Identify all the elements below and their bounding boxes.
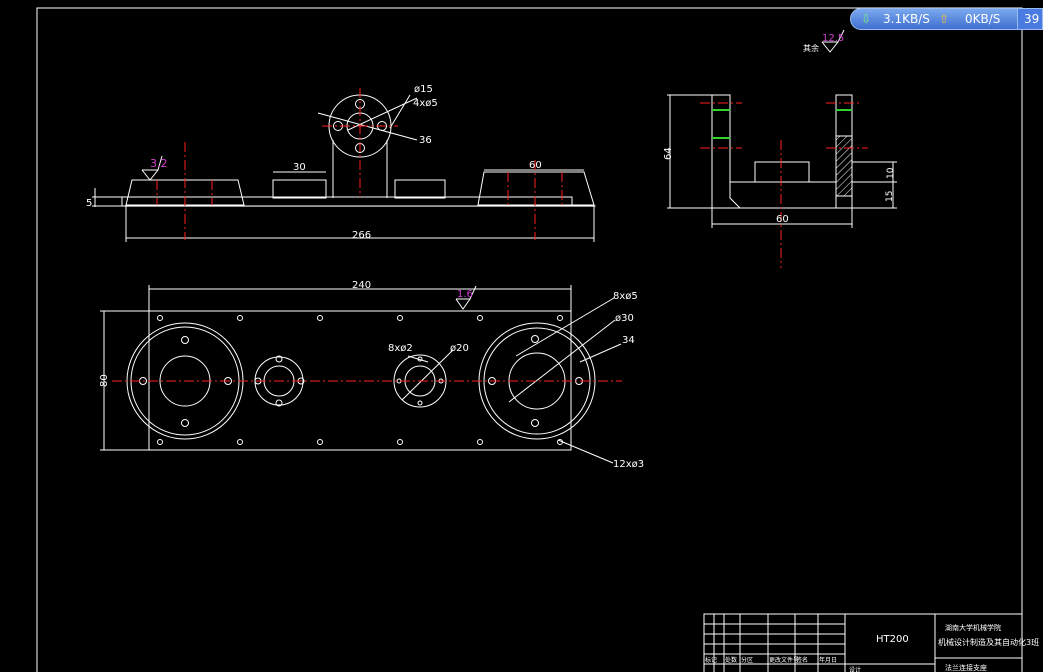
front-hole-dia: ø15	[414, 84, 433, 95]
side-dim-height: 64	[663, 147, 674, 160]
front-dim-total: 266	[352, 230, 371, 241]
right-block	[394, 179, 446, 199]
svg-text:年月日: 年月日	[819, 656, 837, 664]
side-roughness-value: 12.5	[822, 33, 844, 44]
leader-line	[515, 297, 615, 357]
side-roughness-note: 其余	[803, 43, 819, 53]
title-small-label: 设计	[849, 666, 861, 672]
front-roughness-value: 3.2	[150, 157, 168, 170]
top-view	[100, 285, 622, 464]
top-dim-height-text: 80	[99, 374, 110, 387]
title-part-name: 法兰连接支座	[945, 663, 987, 672]
leader-line	[389, 94, 411, 129]
roughness-symbol	[141, 155, 163, 181]
top-dia-30: ø30	[615, 313, 634, 324]
top-roughness-value: 1.6	[457, 289, 473, 300]
leader-line	[347, 97, 418, 131]
side-dim-width: 60	[776, 214, 789, 225]
section-hatch	[835, 135, 853, 197]
front-dim-right-block: 60	[529, 160, 542, 171]
svg-text:分区: 分区	[741, 656, 753, 664]
side-dim-15: 15	[885, 191, 895, 202]
title-material: HT200	[876, 634, 909, 645]
top-holes-8x5: 8xø5	[613, 291, 638, 302]
side-left-upright	[711, 94, 742, 209]
leader-line	[557, 439, 614, 464]
top-dim-34: 34	[622, 335, 635, 346]
side-green-marks	[712, 109, 852, 139]
top-holes-8x2: 8xø2	[388, 343, 413, 354]
title-school: 湖南大学机械学院	[945, 623, 1001, 632]
side-roughness-symbol	[821, 29, 845, 53]
left-boss	[125, 179, 245, 206]
side-center-block	[754, 161, 810, 183]
leader-line	[579, 343, 622, 363]
left-block	[272, 179, 327, 199]
front-view-centerlines	[156, 88, 563, 240]
drawing-border	[36, 7, 1023, 672]
side-view-centerlines	[700, 102, 868, 268]
top-view-holes	[139, 315, 583, 445]
download-speed: 3.1KB/S	[883, 12, 930, 26]
front-dim-thickness: 5	[86, 198, 92, 209]
arrow-up-icon: ⇧	[939, 12, 950, 26]
leader-line	[401, 349, 454, 401]
title-block	[703, 613, 1023, 672]
top-roughness-symbol	[455, 285, 477, 310]
front-holes-spec: 4xø5	[413, 98, 438, 109]
top-dia-20: ø20	[450, 343, 469, 354]
arrow-down-icon: ⇩	[861, 12, 872, 26]
network-extra: 39	[1017, 9, 1042, 29]
top-holes-12x3: 12xø3	[613, 459, 644, 470]
top-dim-length-text: 240	[352, 280, 371, 291]
right-boss	[477, 171, 595, 206]
side-dim-10: 10	[886, 167, 896, 179]
svg-text:更改文件号: 更改文件号	[769, 656, 799, 664]
network-speed-widget[interactable]: ⇩ 3.1KB/S ⇧ 0KB/S 39	[850, 8, 1043, 30]
upload-speed: 0KB/S	[965, 12, 1001, 26]
front-radius-dim: 36	[419, 135, 432, 146]
side-view	[667, 29, 897, 228]
svg-text:签名: 签名	[796, 656, 808, 664]
svg-text:标记: 标记	[705, 656, 717, 664]
title-course: 机械设计制造及其自动化3班	[938, 637, 1039, 647]
svg-text:处数: 处数	[725, 656, 737, 664]
front-dim-left-block: 30	[293, 162, 306, 173]
title-col-labels: 标记 处数 分区 更改文件号 签名 年月日	[705, 656, 837, 664]
leader-line	[508, 319, 616, 403]
